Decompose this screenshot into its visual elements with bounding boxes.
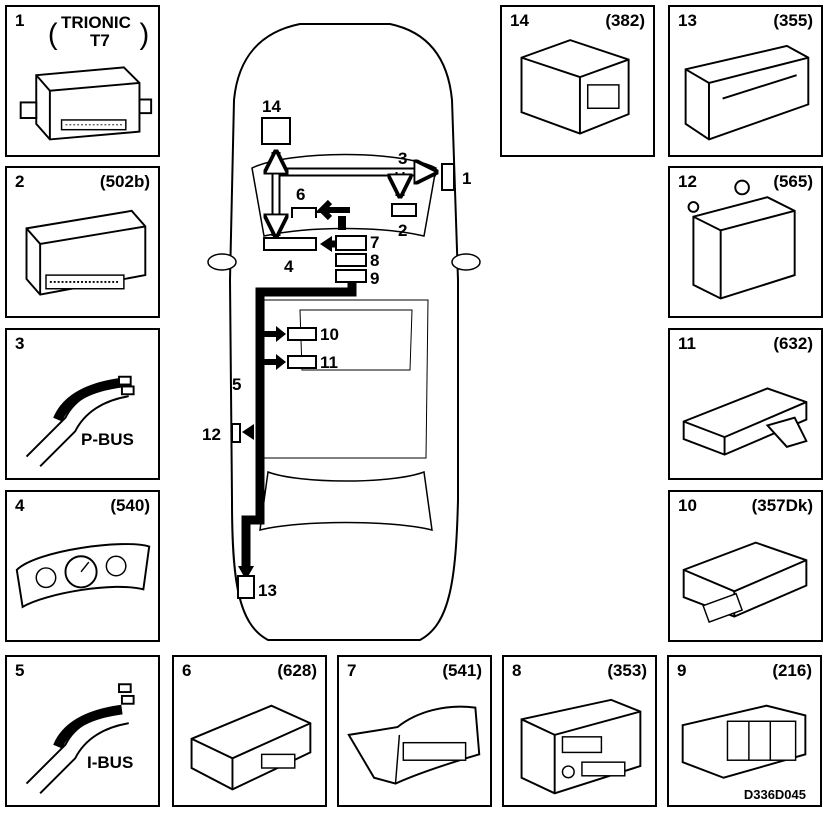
rear-window bbox=[259, 470, 433, 531]
car-label-12: 12 bbox=[202, 425, 221, 444]
module-number: 6 bbox=[182, 661, 192, 680]
node-9 bbox=[335, 269, 367, 283]
module-code: (628) bbox=[277, 661, 317, 680]
slim-module-icon bbox=[682, 387, 808, 456]
car-label-2: 2 bbox=[398, 221, 407, 240]
module-code: (502b) bbox=[99, 172, 150, 191]
car-label-5: 5 bbox=[232, 375, 241, 394]
module-number: 8 bbox=[512, 661, 522, 680]
svg-text:): ) bbox=[139, 19, 149, 51]
node-7 bbox=[335, 235, 367, 251]
ecu-unit-icon: ( ) bbox=[19, 19, 153, 141]
node-14 bbox=[261, 117, 291, 145]
module-title-line1: TRIONIC bbox=[61, 13, 131, 32]
flat-module-icon bbox=[190, 704, 312, 791]
module-code: (565) bbox=[773, 172, 813, 191]
car-label-10: 10 bbox=[320, 325, 339, 344]
car-label-7: 7 bbox=[370, 233, 379, 252]
module-box-13: 13 (355) bbox=[668, 5, 823, 157]
climate-panel-icon bbox=[681, 704, 807, 779]
node-13 bbox=[237, 575, 255, 599]
module-box-6: 6 (628) bbox=[172, 655, 327, 807]
module-code: (357Dk) bbox=[751, 496, 813, 515]
control-box-icon bbox=[25, 209, 147, 296]
roof-line bbox=[261, 299, 429, 459]
node-10 bbox=[287, 327, 317, 341]
bracket-module-icon bbox=[687, 179, 796, 300]
node-6 bbox=[291, 207, 317, 218]
module-number: 11 bbox=[678, 334, 696, 353]
node-1 bbox=[441, 163, 455, 191]
svg-text:(: ( bbox=[48, 19, 58, 51]
display-module-icon bbox=[347, 705, 481, 785]
node-4 bbox=[263, 237, 317, 251]
cable-icon bbox=[25, 683, 135, 795]
module-number: 9 bbox=[677, 661, 687, 680]
sunroof bbox=[299, 309, 413, 371]
cable-icon bbox=[25, 375, 135, 468]
abs-unit-icon bbox=[520, 39, 630, 135]
car-label-4: 4 bbox=[284, 257, 294, 276]
left-mirror bbox=[207, 253, 237, 271]
module-number: 14 bbox=[510, 11, 529, 30]
module-number: 2 bbox=[15, 172, 25, 191]
module-code: (632) bbox=[773, 334, 813, 353]
node-11 bbox=[287, 355, 317, 369]
windscreen bbox=[251, 153, 437, 237]
bus-label: I-BUS bbox=[87, 753, 134, 772]
car-label-6: 6 bbox=[296, 185, 305, 204]
car-label-3: 3 bbox=[398, 149, 407, 168]
right-mirror bbox=[451, 253, 481, 271]
module-number: 3 bbox=[15, 334, 25, 353]
car-label-9: 9 bbox=[370, 269, 379, 288]
instrument-cluster-icon bbox=[15, 543, 151, 609]
node-12 bbox=[231, 423, 241, 443]
module-code: (355) bbox=[773, 11, 813, 30]
module-code: (216) bbox=[772, 661, 812, 680]
module-number: 4 bbox=[15, 496, 25, 515]
module-box-10: 10 (357Dk) bbox=[668, 490, 823, 642]
module-number: 7 bbox=[347, 661, 357, 680]
module-code: (353) bbox=[607, 661, 647, 680]
car-label-8: 8 bbox=[370, 251, 379, 270]
module-number: 5 bbox=[15, 661, 25, 680]
bus-label: P-BUS bbox=[81, 430, 134, 449]
node-8 bbox=[335, 253, 367, 267]
module-title-line2: T7 bbox=[90, 31, 110, 50]
module-box-5: 5 I-BUS bbox=[5, 655, 160, 807]
module-box-2: 2 (502b) bbox=[5, 166, 160, 318]
module-box-8: 8 (353) bbox=[502, 655, 657, 807]
car-label-14: 14 bbox=[262, 97, 281, 116]
module-code: (540) bbox=[110, 496, 150, 515]
car-body-outline bbox=[228, 23, 459, 641]
radio-unit-icon bbox=[520, 698, 642, 795]
slim-module-icon bbox=[682, 541, 808, 624]
module-box-14: 14 (382) bbox=[500, 5, 655, 157]
module-box-12: 12 (565) bbox=[668, 166, 823, 318]
cd-changer-icon bbox=[684, 44, 810, 141]
drawing-reference: D336D045 bbox=[743, 787, 806, 802]
module-number: 12 bbox=[678, 172, 697, 191]
car-label-13: 13 bbox=[258, 581, 277, 600]
module-number: 10 bbox=[678, 496, 697, 515]
module-box-3: 3 P-BUS bbox=[5, 328, 160, 480]
car-label-11: 11 bbox=[320, 353, 338, 372]
module-code: (541) bbox=[442, 661, 482, 680]
module-box-7: 7 (541) bbox=[337, 655, 492, 807]
module-code: (382) bbox=[605, 11, 645, 30]
module-number: 13 bbox=[678, 11, 697, 30]
module-box-9: 9 (216) bbox=[667, 655, 822, 807]
module-number: 1 bbox=[15, 11, 25, 30]
module-box-4: 4 (540) bbox=[5, 490, 160, 642]
module-box-11: 11 (632) bbox=[668, 328, 823, 480]
module-box-1: 1 TRIONIC T7 ( ) bbox=[5, 5, 160, 157]
car-label-1: 1 bbox=[462, 169, 471, 188]
node-2 bbox=[391, 203, 417, 217]
